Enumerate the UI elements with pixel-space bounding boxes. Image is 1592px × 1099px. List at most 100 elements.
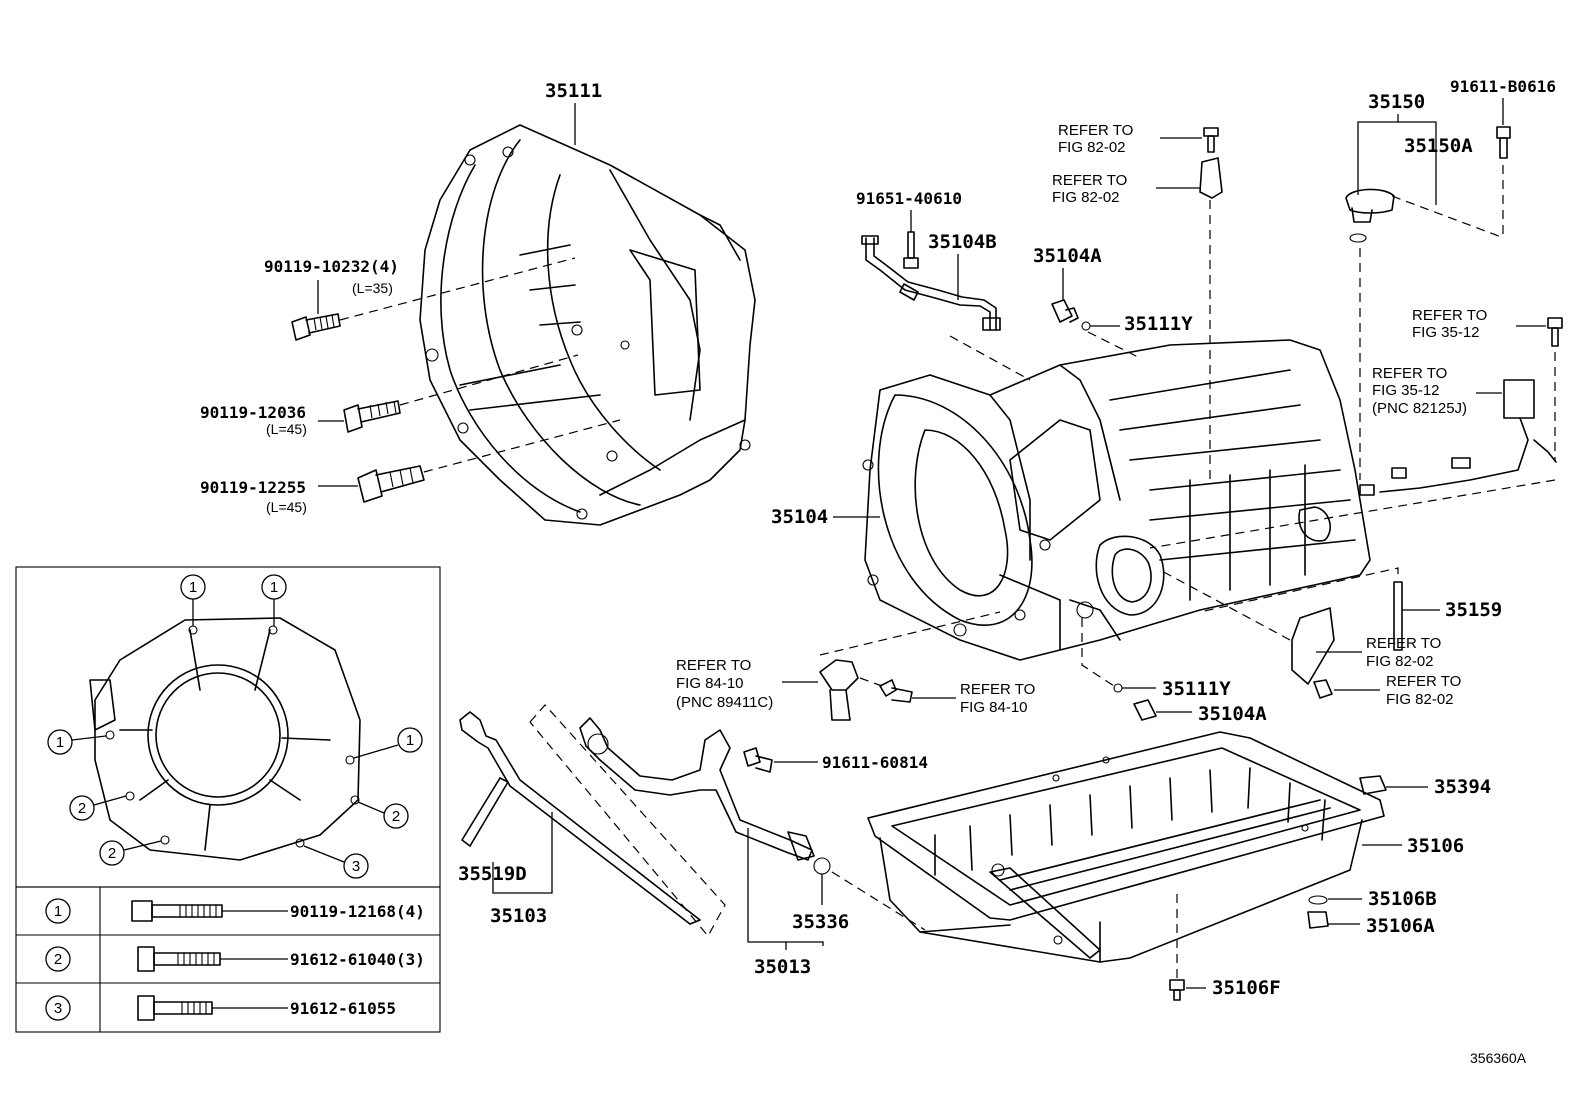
svg-text:2: 2 [108, 845, 116, 862]
oil-tube-35104B[interactable] [861, 235, 1001, 331]
inset-row-3: 3 91612-61055 [45, 995, 396, 1021]
inset-view-frame [15, 566, 441, 888]
label-35111Y-bottom: 35111Y [1162, 678, 1231, 700]
svg-text:1: 1 [54, 903, 62, 920]
dashline-35111Y-bottom [1081, 618, 1115, 687]
bolt-refer-35-12[interactable] [1547, 317, 1563, 347]
label-35103: 35103 [490, 905, 547, 927]
label-91611-60814: 91611-60814 [822, 753, 928, 772]
label-35150A: 35150A [1404, 135, 1473, 157]
inset-callout-1b: 1 [261, 574, 287, 626]
refer-84-10-left-line2: FIG 84-10 [676, 675, 744, 692]
label-35013: 35013 [754, 956, 811, 978]
label-35106: 35106 [1407, 835, 1464, 857]
bolt-refer-82-02-top[interactable] [1203, 127, 1219, 153]
bolt-refer-82-02-right[interactable] [1313, 679, 1333, 699]
refer-35-12-a-line1: REFER TO [1412, 307, 1487, 324]
dashline-10232 [339, 257, 576, 321]
svg-text:2: 2 [392, 808, 400, 825]
bolt-91611-B0616[interactable] [1496, 126, 1511, 159]
bell-housing-35111[interactable] [419, 124, 756, 526]
oring-35111Y-top[interactable] [1081, 321, 1091, 331]
label-35106B: 35106B [1368, 888, 1437, 910]
inset-callout-3: 3 [303, 845, 369, 879]
label-90119-10232: 90119-10232(4) [264, 257, 399, 276]
label-35336: 35336 [792, 911, 849, 933]
dashline-bolt-84-10 [859, 677, 883, 687]
refer-84-10-left-line3: (PNC 89411C) [676, 694, 773, 711]
refer-top-1-line2: FIG 82-02 [1058, 139, 1126, 156]
refer-35-12-b-line1: REFER TO [1372, 365, 1447, 382]
label-90119-10232-length: (L=35) [352, 280, 393, 296]
label-35519D: 35519D [458, 863, 527, 885]
inset-callout-1d: 1 [353, 727, 423, 759]
label-90119-12036: 90119-12036 [200, 403, 306, 422]
dashline-35104B [949, 335, 1031, 381]
label-35104B: 35104B [928, 231, 997, 253]
transmission-case-35104[interactable] [862, 339, 1371, 661]
inset-callout-1c: 1 [47, 729, 107, 755]
filler-tube-35013[interactable] [579, 717, 815, 861]
illustration-id: 356360A [1470, 1050, 1527, 1066]
label-35106A: 35106A [1366, 915, 1435, 937]
oring-35111Y-bottom[interactable] [1113, 683, 1123, 693]
oil-pan-35106[interactable] [867, 731, 1385, 963]
refer-82-02-right2-line1: REFER TO [1386, 673, 1461, 690]
svg-text:1: 1 [56, 734, 64, 751]
speed-sensor-89411C[interactable] [819, 659, 859, 721]
leader-35103 [492, 812, 553, 894]
bolt-35106F[interactable] [1169, 979, 1185, 1001]
dashline-35150 [1391, 195, 1505, 239]
svg-text:2: 2 [78, 800, 86, 817]
label-35111: 35111 [545, 80, 602, 102]
oring-35336[interactable] [813, 857, 831, 875]
magnet-35394[interactable] [1359, 775, 1387, 795]
label-90119-12255-length: (L=45) [266, 499, 307, 515]
label-35111Y-top: 35111Y [1124, 313, 1193, 335]
dashline-12036 [399, 354, 579, 406]
bolt-90119-12255[interactable] [357, 465, 425, 503]
sensor-35150[interactable] [1345, 188, 1395, 243]
inset-row-2: 2 91612-61040(3) [45, 946, 425, 972]
pin-35159[interactable] [1393, 581, 1403, 651]
inset-bell-housing [89, 617, 361, 861]
svg-text:3: 3 [54, 1000, 62, 1017]
gasket-35106B[interactable] [1308, 895, 1328, 905]
svg-text:1: 1 [270, 579, 278, 596]
bolt-91651-40610[interactable] [903, 231, 919, 269]
refer-82-02-right-line1: REFER TO [1366, 635, 1441, 652]
label-35104A-bottom: 35104A [1198, 703, 1267, 725]
label-35104A-top: 35104A [1033, 245, 1102, 267]
dipstick-35519D[interactable] [461, 777, 509, 847]
inset-table-frame [15, 886, 441, 1033]
refer-35-12-b-line3: (PNC 82125J) [1372, 400, 1467, 417]
plug-35104A-top[interactable] [1051, 299, 1079, 323]
dipstick-tube-35103[interactable] [459, 711, 701, 925]
dashbox-dipstick [529, 704, 726, 938]
label-35106F: 35106F [1212, 977, 1281, 999]
bolt-90119-12036[interactable] [343, 400, 401, 433]
refer-82-02-right-line2: FIG 82-02 [1366, 653, 1434, 670]
inset-row-1: 1 90119-12168(4) [45, 898, 425, 924]
bracket-refer-82-02-top[interactable] [1199, 157, 1223, 199]
label-35104: 35104 [771, 506, 828, 528]
label-35394: 35394 [1434, 776, 1491, 798]
svg-text:2: 2 [54, 951, 62, 968]
plug-35104A-bottom[interactable] [1133, 699, 1157, 721]
refer-35-12-b-line2: FIG 35-12 [1372, 382, 1440, 399]
bolt-91611-60814[interactable] [743, 747, 773, 773]
label-35150: 35150 [1368, 91, 1425, 113]
svg-text:3: 3 [352, 858, 360, 875]
leader-35013 [747, 828, 824, 950]
refer-84-10-left-line1: REFER TO [676, 657, 751, 674]
inset-callout-2c: 2 [99, 840, 162, 866]
dashline-bracket-right [1159, 569, 1291, 641]
bolt-refer-84-10[interactable] [879, 679, 913, 703]
label-91651-40610: 91651-40610 [856, 189, 962, 208]
label-35159: 35159 [1445, 599, 1502, 621]
bracket-refer-82-02-right[interactable] [1291, 607, 1335, 685]
wire-harness-82125J[interactable] [1359, 379, 1557, 496]
drain-plug-35106A[interactable] [1307, 911, 1329, 929]
bolt-90119-10232[interactable] [291, 313, 341, 341]
dashline-35336 [831, 871, 926, 931]
